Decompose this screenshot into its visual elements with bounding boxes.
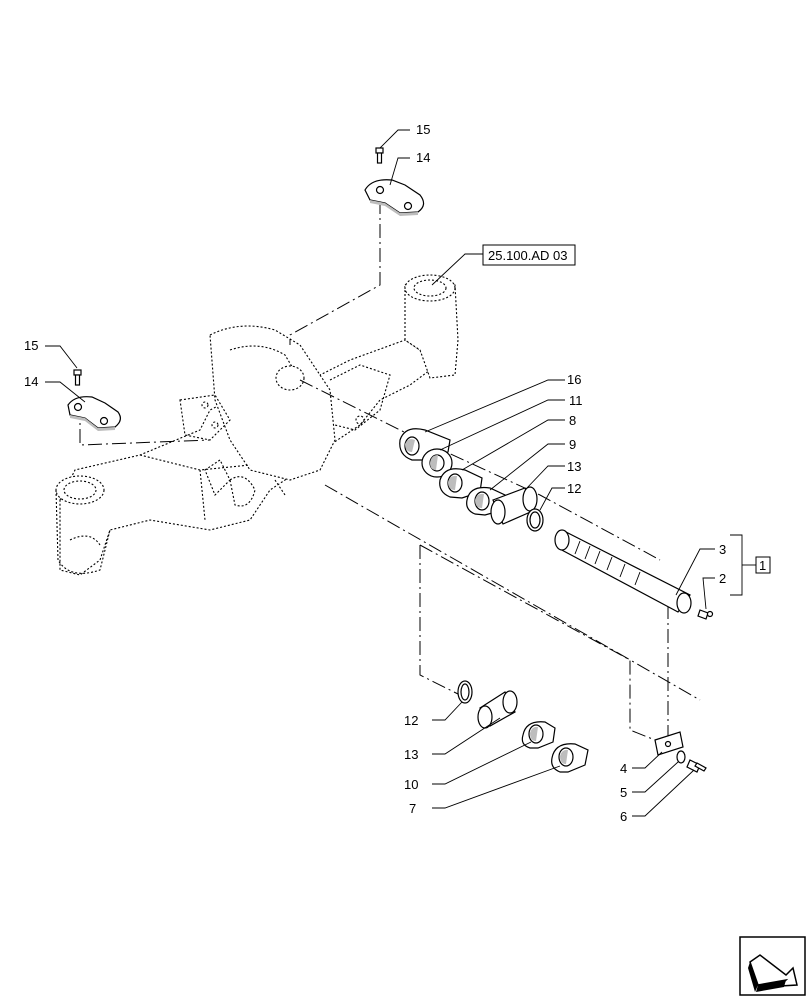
reference-label: 25.100.AD 03 <box>488 248 568 263</box>
callout-16: 16 <box>567 372 581 387</box>
kit-label: 1 <box>759 558 766 573</box>
callout-2: 2 <box>719 571 726 586</box>
callout-15-left: 15 <box>24 338 38 353</box>
bushing-13-bottom <box>477 690 518 729</box>
next-page-arrow-icon[interactable] <box>739 936 806 996</box>
bushing-13-right <box>490 486 538 525</box>
grease-fitting <box>697 609 714 620</box>
callout-9: 9 <box>569 437 576 452</box>
lock-plate <box>654 731 684 756</box>
callout-5: 5 <box>620 785 627 800</box>
kit-box: 1 <box>755 556 771 574</box>
pivot-pin <box>554 529 692 614</box>
assembly-center-lines <box>79 200 701 745</box>
callout-8: 8 <box>569 413 576 428</box>
leader-lines <box>45 129 756 817</box>
callout-12-right: 12 <box>567 481 581 496</box>
thrust-washer-10 <box>521 721 556 749</box>
callout-7: 7 <box>409 801 416 816</box>
lock-bolt <box>686 759 707 773</box>
reference-box[interactable]: 25.100.AD 03 <box>482 244 576 266</box>
callout-11: 11 <box>569 393 583 408</box>
axle-housing <box>55 274 459 576</box>
snap-ring-12-bottom <box>457 680 473 704</box>
bolt-left <box>73 369 82 386</box>
callout-4: 4 <box>620 761 627 776</box>
thrust-washer-11 <box>421 448 453 478</box>
callout-14-left: 14 <box>24 374 38 389</box>
thrust-washer-7 <box>551 743 589 773</box>
callout-13-bottom: 13 <box>404 747 418 762</box>
callout-3: 3 <box>719 542 726 557</box>
retaining-plate-left <box>67 396 121 431</box>
callout-14-top: 14 <box>416 150 430 165</box>
bolt-top <box>375 147 384 164</box>
callout-15-top: 15 <box>416 122 430 137</box>
callout-numbers: 15 14 15 14 16 11 8 9 13 12 3 2 12 13 10… <box>24 122 726 824</box>
callout-12-bottom: 12 <box>404 713 418 728</box>
callout-6: 6 <box>620 809 627 824</box>
snap-ring-12-right <box>526 508 544 532</box>
lock-washer <box>676 750 686 764</box>
callout-13-right: 13 <box>567 459 581 474</box>
callout-10: 10 <box>404 777 418 792</box>
retaining-plate-top <box>364 179 425 216</box>
